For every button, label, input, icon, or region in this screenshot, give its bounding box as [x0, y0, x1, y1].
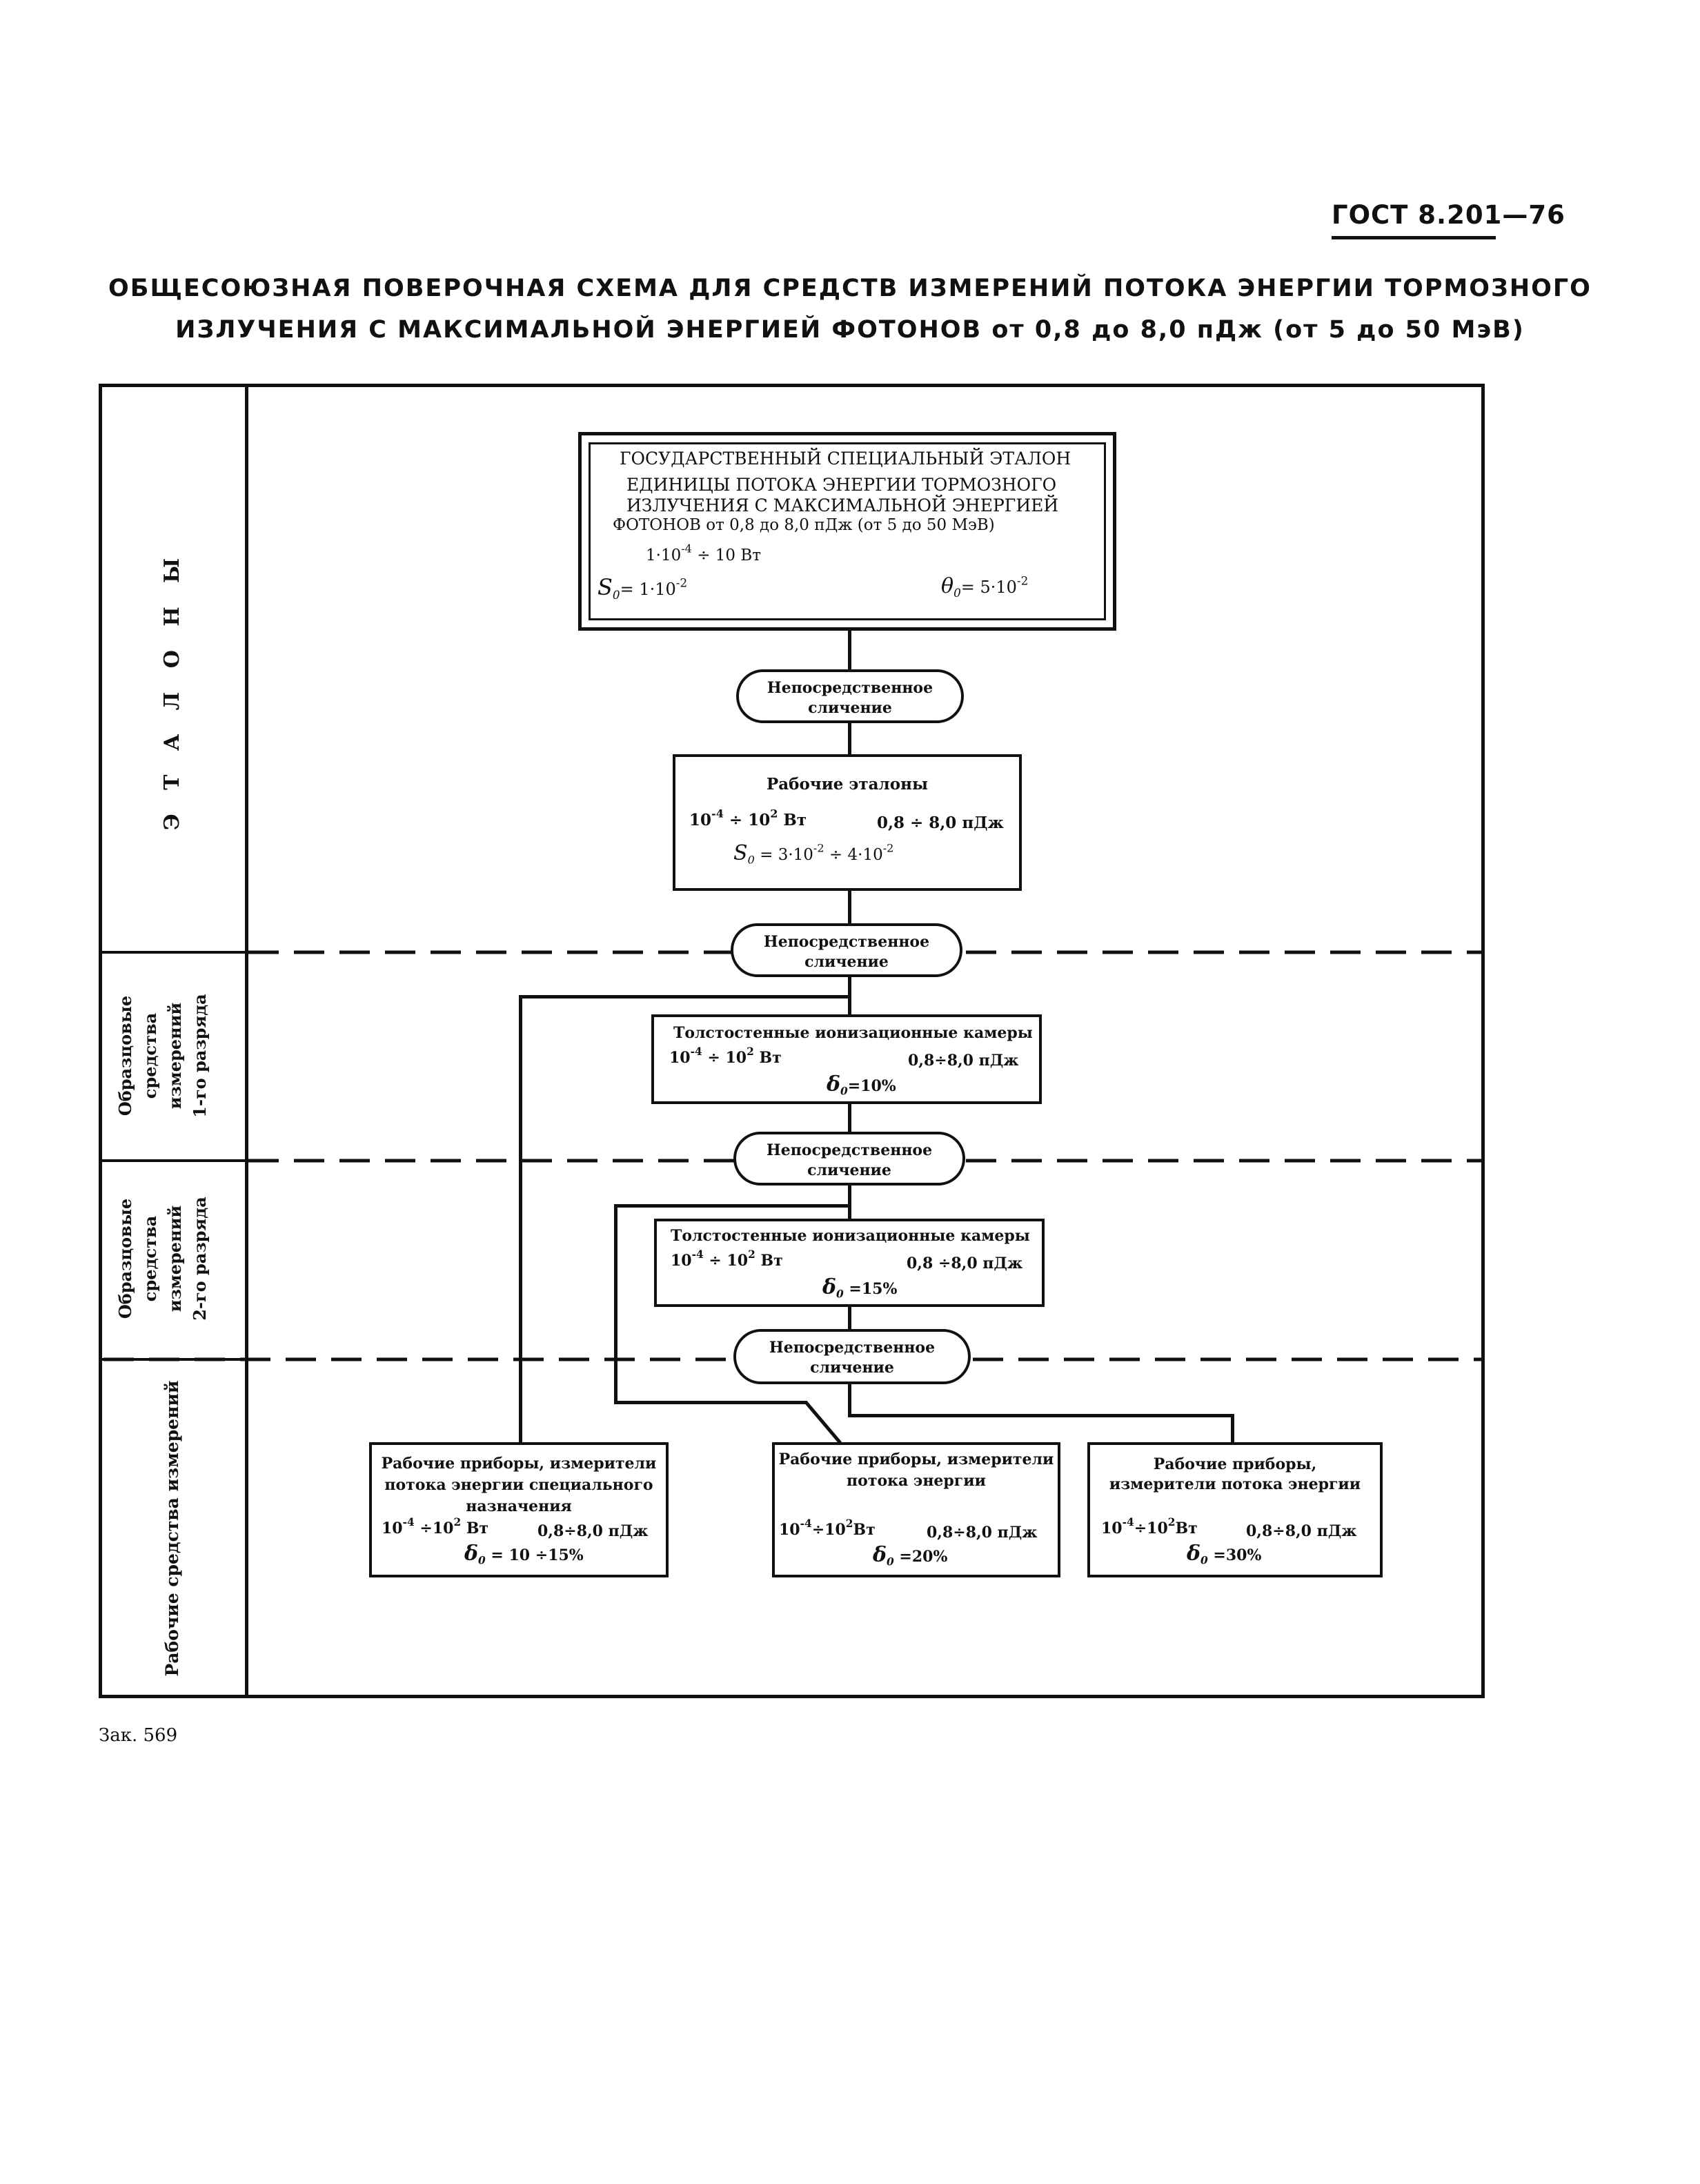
rank1-title: Толстостенные ионизационные камеры: [673, 1024, 1033, 1042]
comparison-line-1: Непосредственное: [769, 1339, 936, 1357]
direct-comparison-node-2: Непосредственное сличение: [731, 923, 962, 977]
comparison-line-2: сличение: [804, 953, 889, 971]
work2-delta0: δ0 =20%: [873, 1543, 948, 1568]
diagram-title-line-2: ИЗЛУЧЕНИЯ С МАКСИМАЛЬНОЙ ЭНЕРГИЕЙ ФОТОНО…: [175, 316, 1525, 344]
connector: [848, 629, 851, 671]
rank1-ionization-chambers-box: Толстостенные ионизационные камеры 10-4 …: [651, 1014, 1042, 1104]
direct-comparison-node-1: Непосредственное сличение: [736, 669, 964, 723]
work1-delta0: δ0 = 10 ÷15%: [464, 1542, 584, 1567]
working-standards-s0: S0 = 3·10-2 ÷ 4·10-2: [733, 841, 894, 867]
state-standard-theta0: θ0= 5·10-2: [941, 573, 1029, 600]
direct-comparison-node-3: Непосредственное сличение: [733, 1132, 965, 1186]
section-divider-etalony: [99, 951, 246, 954]
comparison-line-1: Непосредственное: [766, 1141, 933, 1159]
work3-delta0: δ0 =30%: [1187, 1542, 1262, 1567]
direct-comparison-node-4: Непосредственное сличение: [733, 1329, 971, 1384]
working-instruments-box-3: Рабочие приборы, измерители потока энерг…: [1087, 1442, 1383, 1577]
rank1-delta0: δ0=10%: [827, 1072, 896, 1098]
state-standard-s0: S0= 1·10-2: [597, 574, 688, 602]
diagram-title-line-1: ОБЩЕСОЮЗНАЯ ПОВЕРОЧНАЯ СХЕМА ДЛЯ СРЕДСТВ…: [108, 275, 1592, 302]
connector: [614, 1401, 807, 1404]
connector: [848, 1103, 851, 1136]
section-column-divider: [245, 384, 248, 1698]
document-code: ГОСТ 8.201—76: [1332, 200, 1565, 230]
connector: [848, 1186, 851, 1220]
working-standards-energy: 0,8 ÷ 8,0 пДж: [877, 814, 1004, 832]
working-instruments-box-2: Рабочие приборы, измерители потока энерг…: [772, 1442, 1060, 1577]
work2-description: Рабочие приборы, измерители потока энерг…: [778, 1450, 1054, 1490]
comparison-line-2: сличение: [807, 1161, 891, 1179]
connector: [848, 722, 851, 755]
comparison-line-2: сличение: [810, 1359, 894, 1377]
work1-power: 10-4 ÷102 Вт: [382, 1516, 489, 1537]
work1-description: Рабочие приборы, измерители потока энерг…: [381, 1455, 657, 1515]
connector: [848, 1304, 851, 1330]
work2-energy: 0,8÷8,0 пДж: [927, 1524, 1038, 1542]
state-standard-line-4: ФОТОНОВ от 0,8 до 8,0 пДж (от 5 до 50 Мэ…: [613, 516, 995, 534]
order-number: Зак. 569: [99, 1725, 178, 1746]
section-label-etalony: Э Т А Л О Н Ы: [160, 549, 184, 831]
connector: [848, 1383, 851, 1417]
rank2-energy: 0,8 ÷8,0 пДж: [907, 1255, 1023, 1272]
work3-description: Рабочие приборы, измерители потока энерг…: [1109, 1455, 1361, 1493]
connector: [1231, 1414, 1234, 1443]
connector: [519, 995, 851, 998]
scheme-frame: [99, 384, 1485, 1698]
comparison-line-1: Непосредственное: [767, 679, 933, 697]
working-standards-box: Рабочие эталоны 10-4 ÷ 102 Вт 0,8 ÷ 8,0 …: [673, 754, 1022, 891]
rank2-ionization-chambers-box: Толстостенные ионизационные камеры 10-4 …: [654, 1219, 1045, 1307]
section-label-rank1: Образцовые средства измерений 1-го разря…: [115, 994, 210, 1118]
comparison-line-1: Непосредственное: [763, 933, 930, 951]
work2-power: 10-4÷102Вт: [779, 1517, 876, 1539]
section-divider-rank1: [99, 1159, 246, 1162]
working-standards-title: Рабочие эталоны: [766, 775, 929, 794]
document-code-underline: [1332, 236, 1496, 239]
rank2-title: Толстостенные ионизационные камеры: [671, 1227, 1030, 1245]
state-standard-line-2: ЕДИНИЦЫ ПОТОКА ЭНЕРГИИ ТОРМОЗНОГО: [626, 475, 1057, 495]
section-label-working: Рабочие средства измерений: [162, 1380, 182, 1677]
work1-energy: 0,8÷8,0 пДж: [537, 1522, 649, 1540]
state-standard-line-1: ГОСУДАРСТВЕННЫЙ СПЕЦИАЛЬНЫЙ ЭТАЛОН: [620, 449, 1071, 469]
connector: [614, 1204, 851, 1208]
work3-energy: 0,8÷8,0 пДж: [1246, 1522, 1357, 1540]
connector-diagonal: [804, 1401, 842, 1444]
working-standards-power: 10-4 ÷ 102 Вт: [689, 807, 807, 829]
state-standard-line-3: ИЗЛУЧЕНИЯ С МАКСИМАЛЬНОЙ ЭНЕРГИЕЙ: [626, 495, 1059, 515]
connector: [519, 995, 522, 1444]
rank1-energy: 0,8÷8,0 пДж: [908, 1052, 1019, 1070]
connector: [614, 1204, 617, 1404]
working-instruments-special-box: Рабочие приборы, измерители потока энерг…: [369, 1442, 669, 1577]
state-standard-range: 1·10-4 ÷ 10 Вт: [646, 542, 762, 564]
rank2-power: 10-4 ÷ 102 Вт: [671, 1248, 783, 1270]
state-special-standard-box: [578, 432, 1116, 631]
connector: [848, 889, 851, 925]
rank2-delta0: δ0 =15%: [822, 1275, 898, 1301]
work3-power: 10-4÷102Вт: [1101, 1516, 1198, 1537]
rank1-power: 10-4 ÷ 102 Вт: [669, 1045, 782, 1067]
comparison-line-2: сличение: [808, 699, 892, 717]
connector: [848, 1414, 1234, 1417]
